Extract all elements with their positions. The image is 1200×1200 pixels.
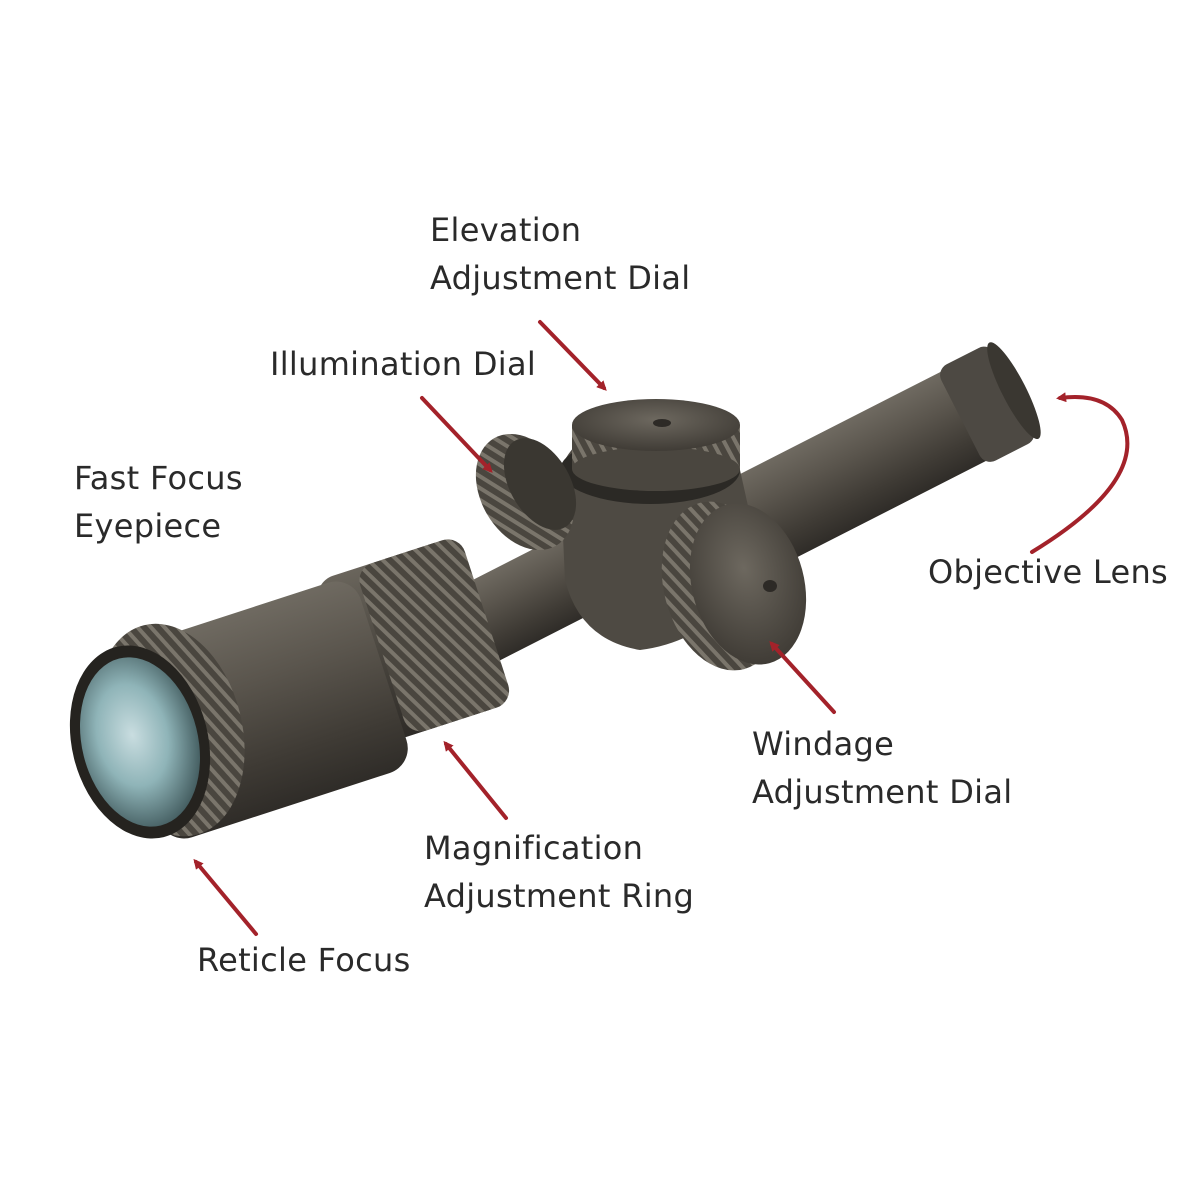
ocular-lens — [69, 645, 211, 839]
label-magnification-ring: Magnification Adjustment Ring — [424, 824, 694, 920]
reticle-arrow — [193, 858, 258, 936]
illumination-dial — [475, 433, 577, 551]
label-reticle-focus: Reticle Focus — [197, 936, 411, 984]
label-line: Illumination Dial — [270, 345, 537, 383]
label-line: Adjustment Ring — [424, 877, 695, 915]
label-line: Objective Lens — [928, 553, 1169, 591]
elevation-arrow — [538, 320, 607, 391]
label-line: Magnification — [424, 829, 644, 867]
callout-arrows — [193, 320, 1130, 936]
magnification-arrow — [443, 740, 508, 820]
label-illumination-dial: Illumination Dial — [270, 340, 536, 388]
objective-arrow — [1030, 392, 1130, 554]
label-line: Adjustment Dial — [430, 259, 691, 297]
elevation-dial — [572, 399, 740, 491]
label-line: Elevation — [430, 211, 582, 249]
windage-dial — [661, 501, 807, 671]
windage-arrow — [769, 641, 836, 714]
label-line: Reticle Focus — [197, 941, 411, 979]
label-elevation-dial: Elevation Adjustment Dial — [430, 206, 690, 302]
label-line: Adjustment Dial — [752, 773, 1013, 811]
label-objective-lens: Objective Lens — [928, 548, 1168, 596]
illumination-arrow — [420, 396, 493, 473]
label-line: Fast Focus — [74, 459, 243, 497]
label-line: Eyepiece — [74, 507, 222, 545]
label-fast-focus-eyepiece: Fast Focus Eyepiece — [74, 454, 243, 550]
label-line: Windage — [752, 725, 895, 763]
label-windage-dial: Windage Adjustment Dial — [752, 720, 1012, 816]
